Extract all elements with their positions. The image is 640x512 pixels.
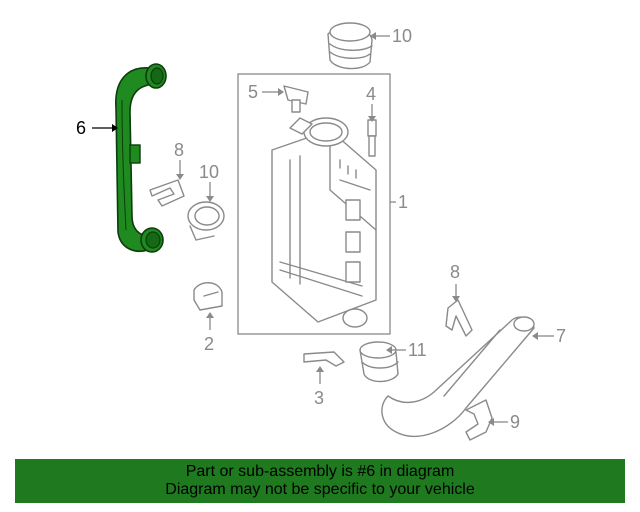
callout-7-arrow (532, 332, 538, 340)
callout-10b-arrow (206, 196, 214, 202)
part-8-bracket-left (149, 179, 185, 207)
callout-8a-arrow (176, 174, 184, 180)
part-8-bracket-right (445, 299, 473, 337)
callout-4: 4 (366, 84, 376, 104)
callout-3-arrow (316, 366, 324, 372)
callout-5-arrow (278, 88, 284, 96)
part-7-outlet-pipe (381, 316, 535, 437)
part-1-intercooler (271, 117, 377, 328)
part-10-coupling-left (187, 201, 225, 241)
callout-8b: 8 (450, 262, 460, 282)
part-2-cap (193, 282, 223, 311)
callout-4-arrow (368, 116, 376, 122)
callout-9: 9 (510, 412, 520, 432)
callout-6-arrow (112, 124, 118, 132)
callout-10b: 10 (199, 162, 219, 182)
part-3-clip (303, 351, 345, 367)
part-6-charge-pipe[interactable] (115, 63, 167, 253)
part-4-sensor (367, 119, 377, 157)
callout-1: 1 (398, 192, 408, 212)
callout-10a: 10 (392, 26, 412, 46)
callout-3: 3 (314, 388, 324, 408)
banner-line-1: Part or sub-assembly is #6 in diagram (185, 463, 455, 480)
callout-6: 6 (76, 118, 86, 138)
callout-9-arrow (488, 418, 494, 426)
part-9-bracket (465, 399, 493, 441)
callout-11: 11 (408, 340, 427, 360)
part-11-coupling (359, 341, 399, 383)
banner-line-2: Diagram may not be specific to your vehi… (165, 481, 475, 498)
callout-11-arrow (386, 346, 392, 354)
callout-2: 2 (204, 334, 214, 354)
callout-7: 7 (556, 326, 566, 346)
callout-5: 5 (248, 82, 258, 102)
part-1-frame (237, 73, 391, 335)
part-10-coupling-top (327, 22, 373, 70)
callout-8a: 8 (174, 140, 184, 160)
info-banner: Part or sub-assembly is #6 in diagram Di… (15, 459, 625, 503)
callout-10a-arrow (370, 32, 376, 40)
callout-2-arrow (206, 312, 214, 318)
part-5-sensor (283, 85, 309, 113)
callout-8b-arrow (452, 296, 460, 302)
